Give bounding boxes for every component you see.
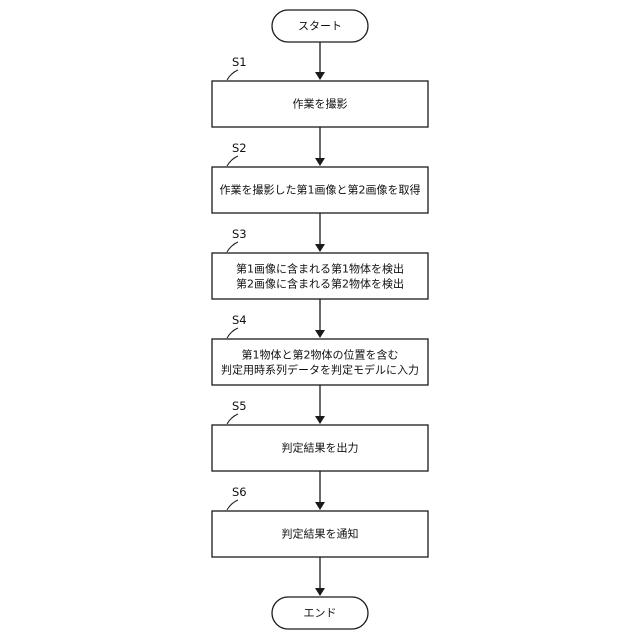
label-leader-s6 [227, 500, 238, 510]
step-label-s5: S5 [232, 399, 247, 413]
process-text-s4-line1: 第1物体と第2物体の位置を含む [242, 348, 399, 362]
end-terminal: エンド [272, 597, 368, 629]
step-label-s4: S4 [232, 313, 247, 327]
step-label-s2: S2 [232, 141, 247, 155]
label-leader-s3 [227, 242, 238, 252]
end-terminal-text: エンド [304, 607, 337, 620]
step-label-s1: S1 [232, 55, 247, 69]
process-text-s3-line2: 第2画像に含まれる第2物体を検出 [236, 277, 404, 291]
label-leader-s5 [227, 414, 238, 424]
process-text-s4-line2: 判定用時系列データを判定モデルに入力 [221, 363, 419, 377]
step-label-s3: S3 [232, 227, 247, 241]
start-terminal: スタート [272, 10, 368, 42]
start-terminal-text: スタート [298, 20, 342, 33]
step-label-s6: S6 [232, 485, 247, 499]
process-text-s2-line1: 作業を撮影した第1画像と第2画像を取得 [220, 183, 421, 197]
process-text-s3-line1: 第1画像に含まれる第1物体を検出 [236, 262, 404, 276]
label-leader-s4 [227, 328, 238, 338]
label-leader-s2 [227, 156, 238, 166]
process-text-s5-line1: 判定結果を出力 [282, 441, 359, 455]
process-box-s4 [212, 339, 428, 385]
process-box-s3 [212, 253, 428, 299]
process-text-s6-line1: 判定結果を通知 [282, 527, 359, 541]
process-text-s1-line1: 作業を撮影 [293, 97, 348, 111]
label-leader-s1 [227, 70, 238, 80]
